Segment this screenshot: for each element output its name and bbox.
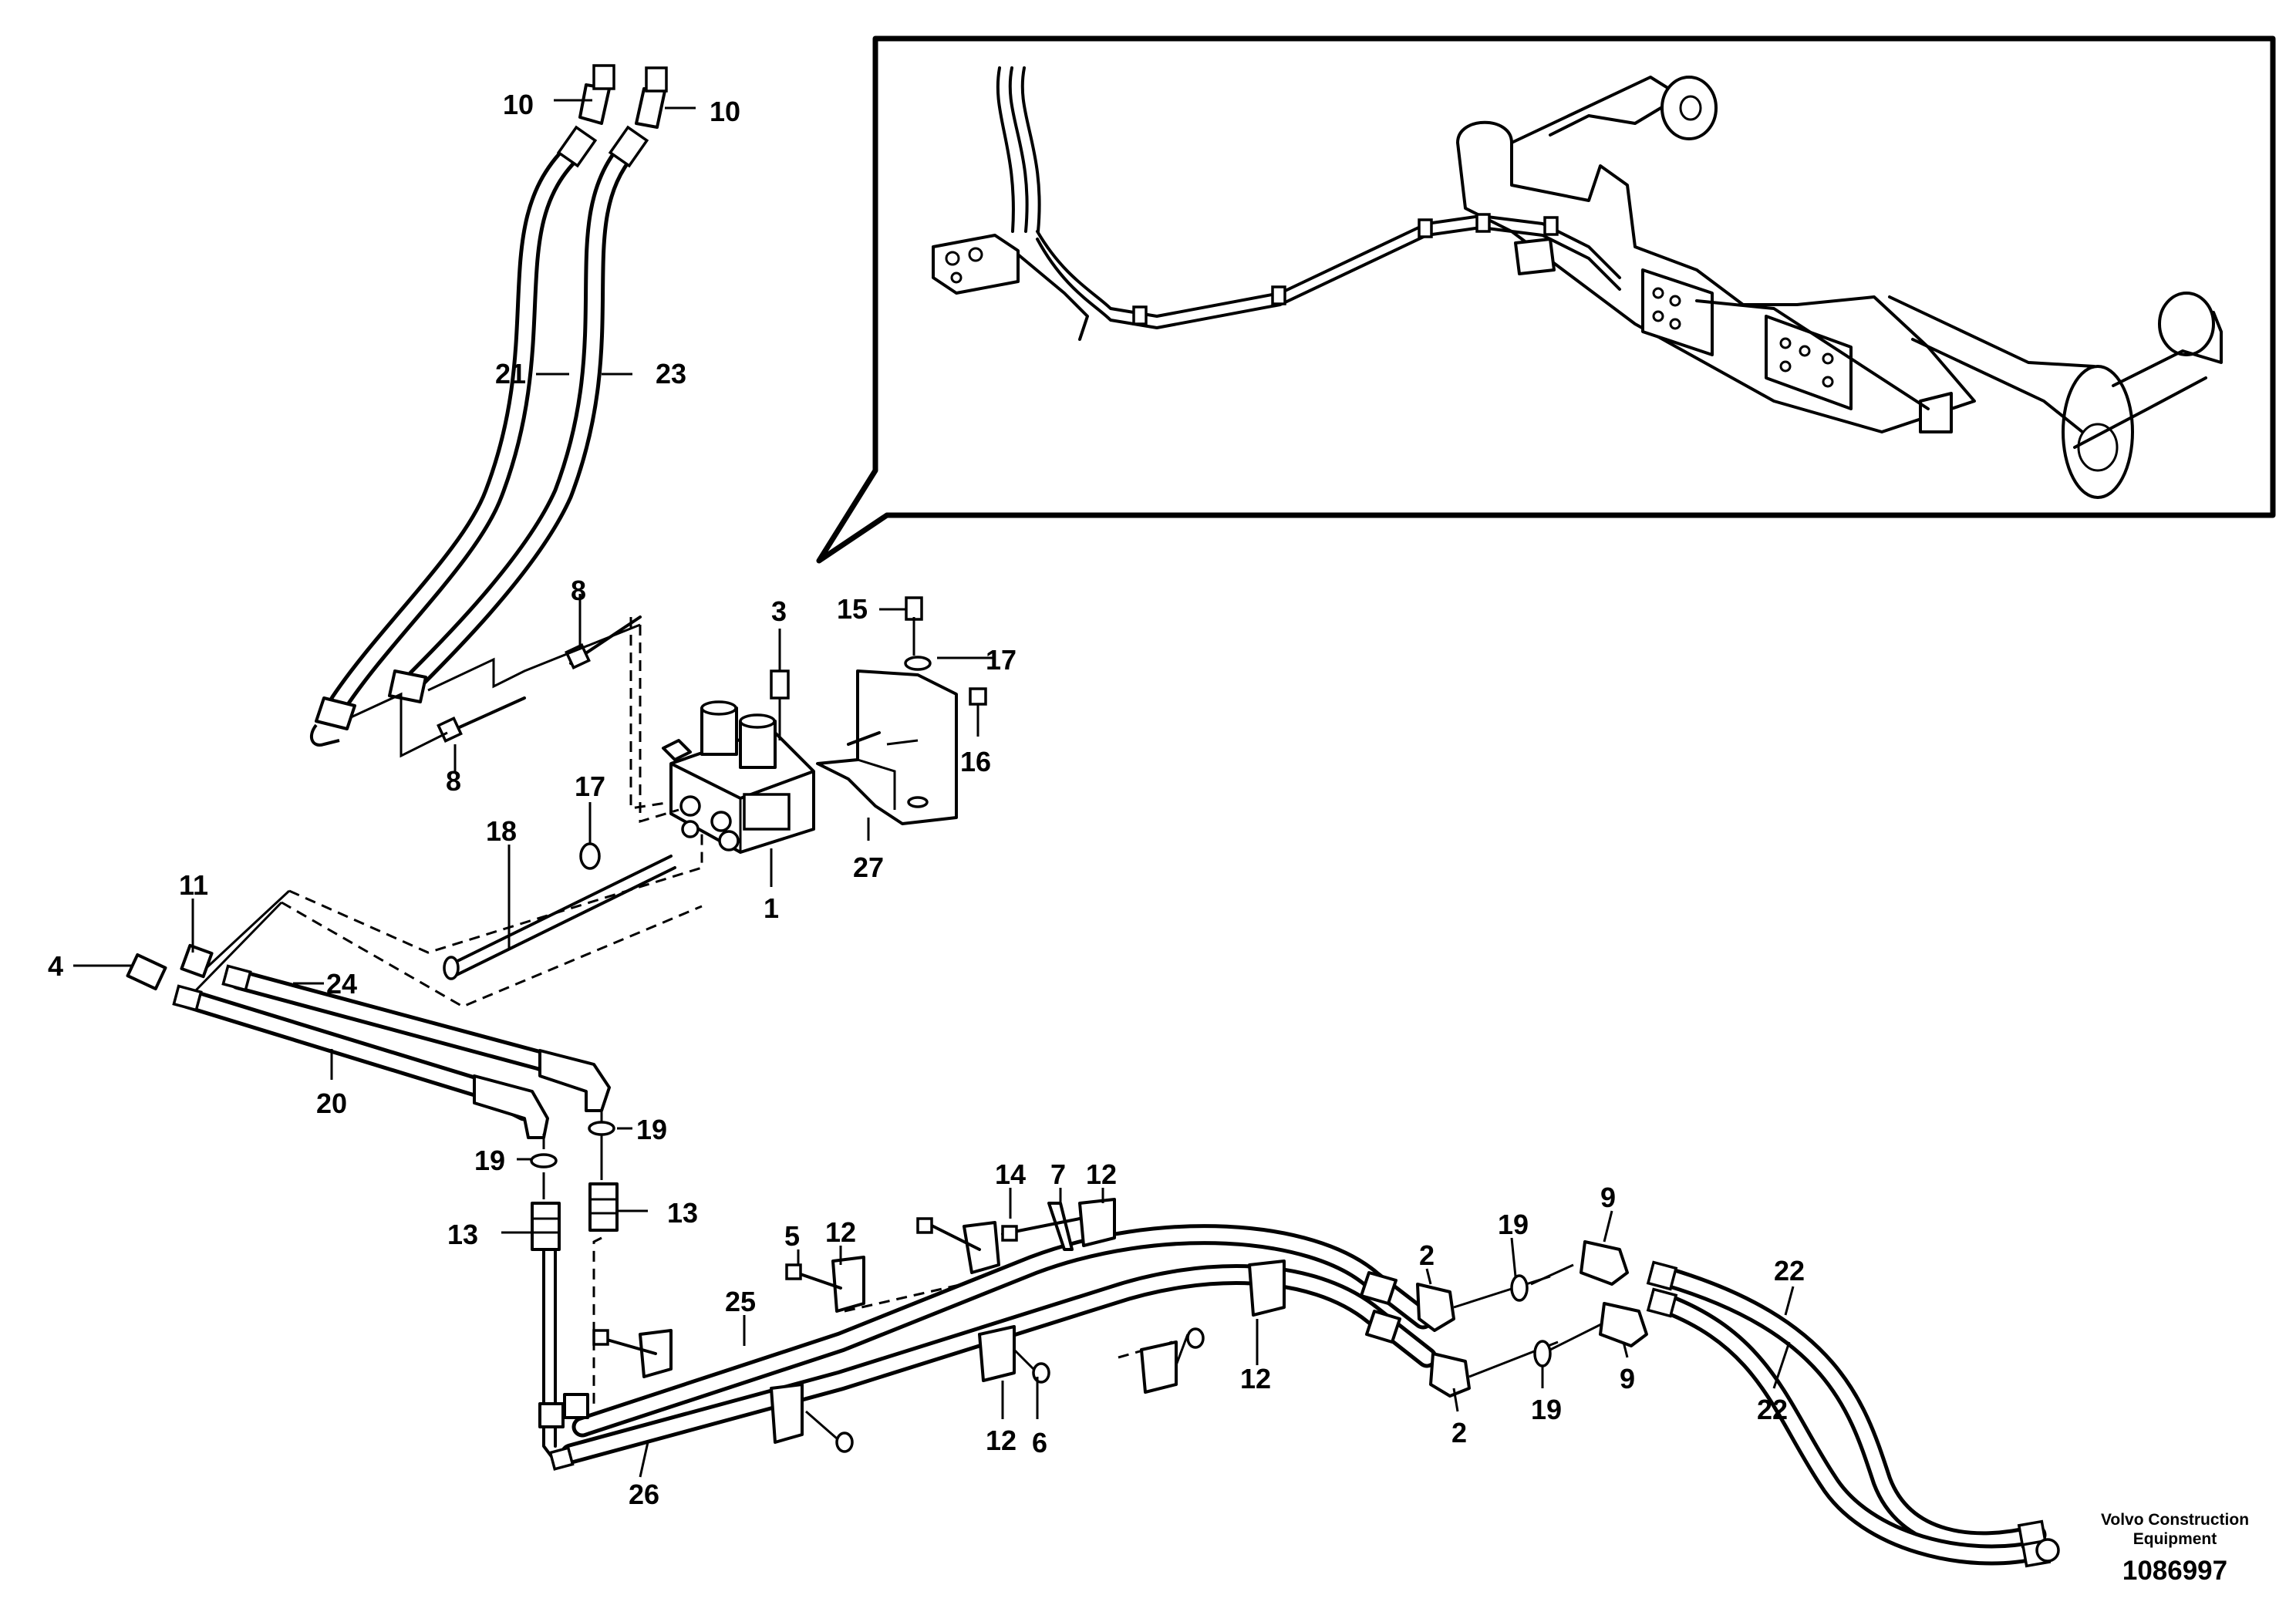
- callout-2-top: 2: [1419, 1239, 1435, 1271]
- valve-block: [443, 669, 815, 980]
- drawing-number: 1086997: [2122, 1556, 2227, 1586]
- callout-26: 26: [629, 1479, 659, 1510]
- callout-19-bottom: 19: [1531, 1394, 1562, 1425]
- callout-10-left: 10: [503, 89, 534, 120]
- callout-13-left: 13: [447, 1219, 478, 1250]
- callout-27: 27: [853, 851, 884, 883]
- callout-11: 11: [179, 869, 208, 901]
- callout-19-left: 19: [474, 1145, 505, 1176]
- callout-17-valve: 17: [575, 771, 605, 802]
- connection-lines: [194, 617, 1173, 1408]
- callout-8-bottom: 8: [446, 765, 461, 797]
- callout-5: 5: [784, 1220, 800, 1252]
- upper-hoses: [309, 64, 668, 747]
- callout-24: 24: [326, 968, 357, 1000]
- callout-25: 25: [725, 1286, 756, 1317]
- callout-6: 6: [1032, 1427, 1047, 1458]
- callout-21: 21: [495, 358, 526, 389]
- callout-16: 16: [960, 746, 991, 777]
- bracket: [816, 596, 987, 825]
- lower-hoses: [538, 1224, 2060, 1568]
- callout-19-top: 19: [1498, 1209, 1529, 1240]
- callout-9-top: 9: [1600, 1182, 1616, 1213]
- callout-22-top: 22: [1774, 1255, 1805, 1286]
- callout-23: 23: [656, 358, 686, 389]
- callout-2-bottom: 2: [1451, 1417, 1467, 1448]
- callout-15: 15: [837, 593, 868, 625]
- callout-13-right: 13: [667, 1197, 698, 1229]
- callout-19-right: 19: [636, 1114, 667, 1145]
- leader-lines: [73, 99, 1795, 1478]
- callout-12-right: 12: [1240, 1363, 1271, 1394]
- callout-9-bottom: 9: [1620, 1363, 1635, 1394]
- manufacturer-line-2: Equipment: [2133, 1530, 2217, 1548]
- title-block: Volvo Construction Equipment 1086997: [2101, 1511, 2249, 1586]
- callout-17-bracket: 17: [986, 644, 1017, 676]
- callout-7: 7: [1050, 1158, 1066, 1190]
- manufacturer-line-1: Volvo Construction: [2101, 1511, 2249, 1529]
- callout-12-bottom: 12: [986, 1425, 1017, 1456]
- fittings-8: [350, 615, 642, 758]
- callout-20: 20: [316, 1088, 347, 1119]
- callout-4: 4: [48, 950, 63, 982]
- callout-12-top: 12: [1086, 1158, 1117, 1190]
- callout-12-upper-left: 12: [825, 1216, 856, 1248]
- callout-3: 3: [771, 595, 787, 627]
- adapters-13: [530, 1111, 619, 1251]
- callouts: 10 10 21 23 8 8 3 15 17 16 17 18 27 1 11…: [48, 89, 1805, 1510]
- clamps: [592, 1198, 1286, 1453]
- callout-1: 1: [764, 892, 779, 924]
- middle-hoses: [126, 943, 611, 1139]
- inset-detail-view: [816, 35, 2276, 564]
- callout-18: 18: [486, 815, 517, 847]
- callout-14: 14: [995, 1158, 1026, 1190]
- callout-8-top: 8: [571, 575, 586, 606]
- callout-22-bottom: 22: [1757, 1394, 1788, 1425]
- callout-10-right: 10: [710, 96, 740, 127]
